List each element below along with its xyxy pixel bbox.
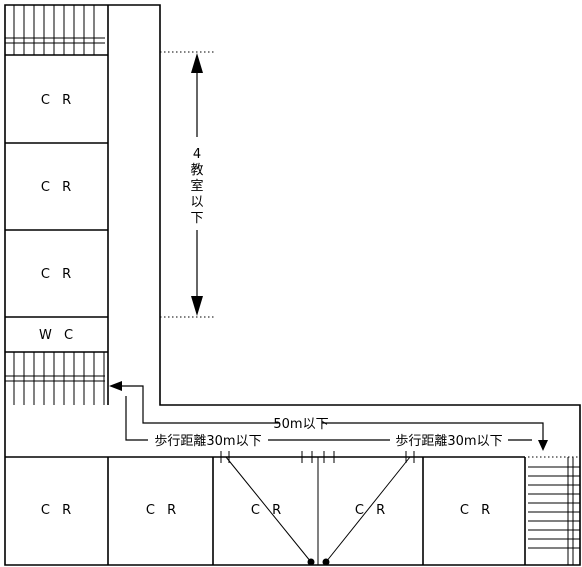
vertical-label-char-1: 4 — [193, 147, 201, 162]
walk-distance-label-left: 歩行距離30m以下 — [154, 434, 261, 449]
walk-distance-label-right: 歩行距離30m以下 — [395, 434, 502, 449]
staircase-right — [528, 457, 580, 565]
room-label-cr-south-2: C R — [146, 503, 180, 518]
arrowhead-left — [109, 381, 122, 391]
room-label-cr-west-2: C R — [41, 180, 75, 195]
room-label-cr-south-1: C R — [41, 503, 75, 518]
door-right — [405, 451, 415, 463]
arrowhead-down-right — [538, 440, 548, 451]
room-label-wc: W C — [39, 328, 77, 343]
vertical-label-char-5: 下 — [190, 211, 203, 226]
vertical-label-char-4: 以 — [190, 195, 203, 210]
staircase-top-left — [5, 5, 105, 55]
room-label-cr-west-1: C R — [41, 93, 75, 108]
building-outline — [4, 4, 581, 566]
point-left — [307, 558, 315, 566]
arrowhead-down — [191, 296, 203, 316]
room-label-cr-south-4: C R — [355, 503, 389, 518]
room-label-cr-west-3: C R — [41, 267, 75, 282]
diagonal-line-left — [225, 456, 312, 563]
staircase-middle-left — [5, 352, 105, 405]
route-50m-line — [113, 385, 280, 424]
point-right — [322, 558, 330, 566]
room-label-cr-south-5: C R — [460, 503, 494, 518]
room-label-cr-south-3: C R — [251, 503, 285, 518]
walk-line-left — [125, 396, 148, 441]
route-50m-label: 50m以下 — [273, 417, 328, 432]
door-center — [301, 451, 335, 463]
arrowhead-up — [191, 53, 203, 73]
diagonal-line-right — [325, 456, 411, 563]
vertical-label-char-2: 教 — [190, 162, 203, 178]
vertical-label-char-3: 室 — [190, 178, 203, 194]
